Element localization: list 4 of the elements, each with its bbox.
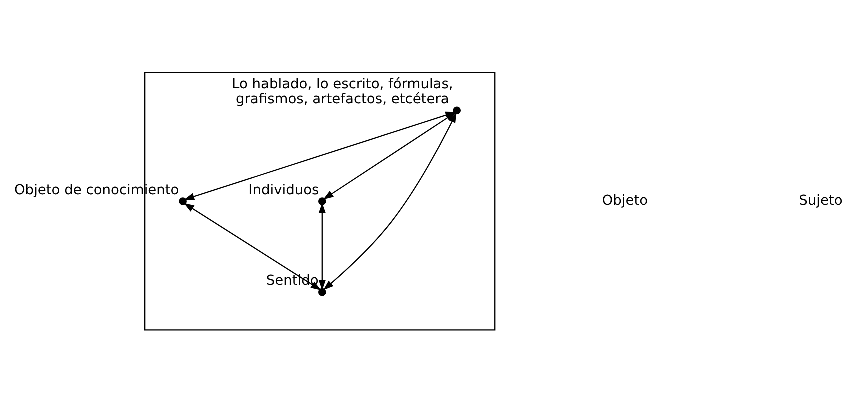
node-label: Individuos (248, 182, 320, 198)
node-label: Lo hablado, lo escrito, fórmulas, grafismos, artefactos, etcétera (232, 76, 454, 107)
label: Sujeto (799, 192, 843, 209)
label: Objeto (602, 192, 648, 209)
